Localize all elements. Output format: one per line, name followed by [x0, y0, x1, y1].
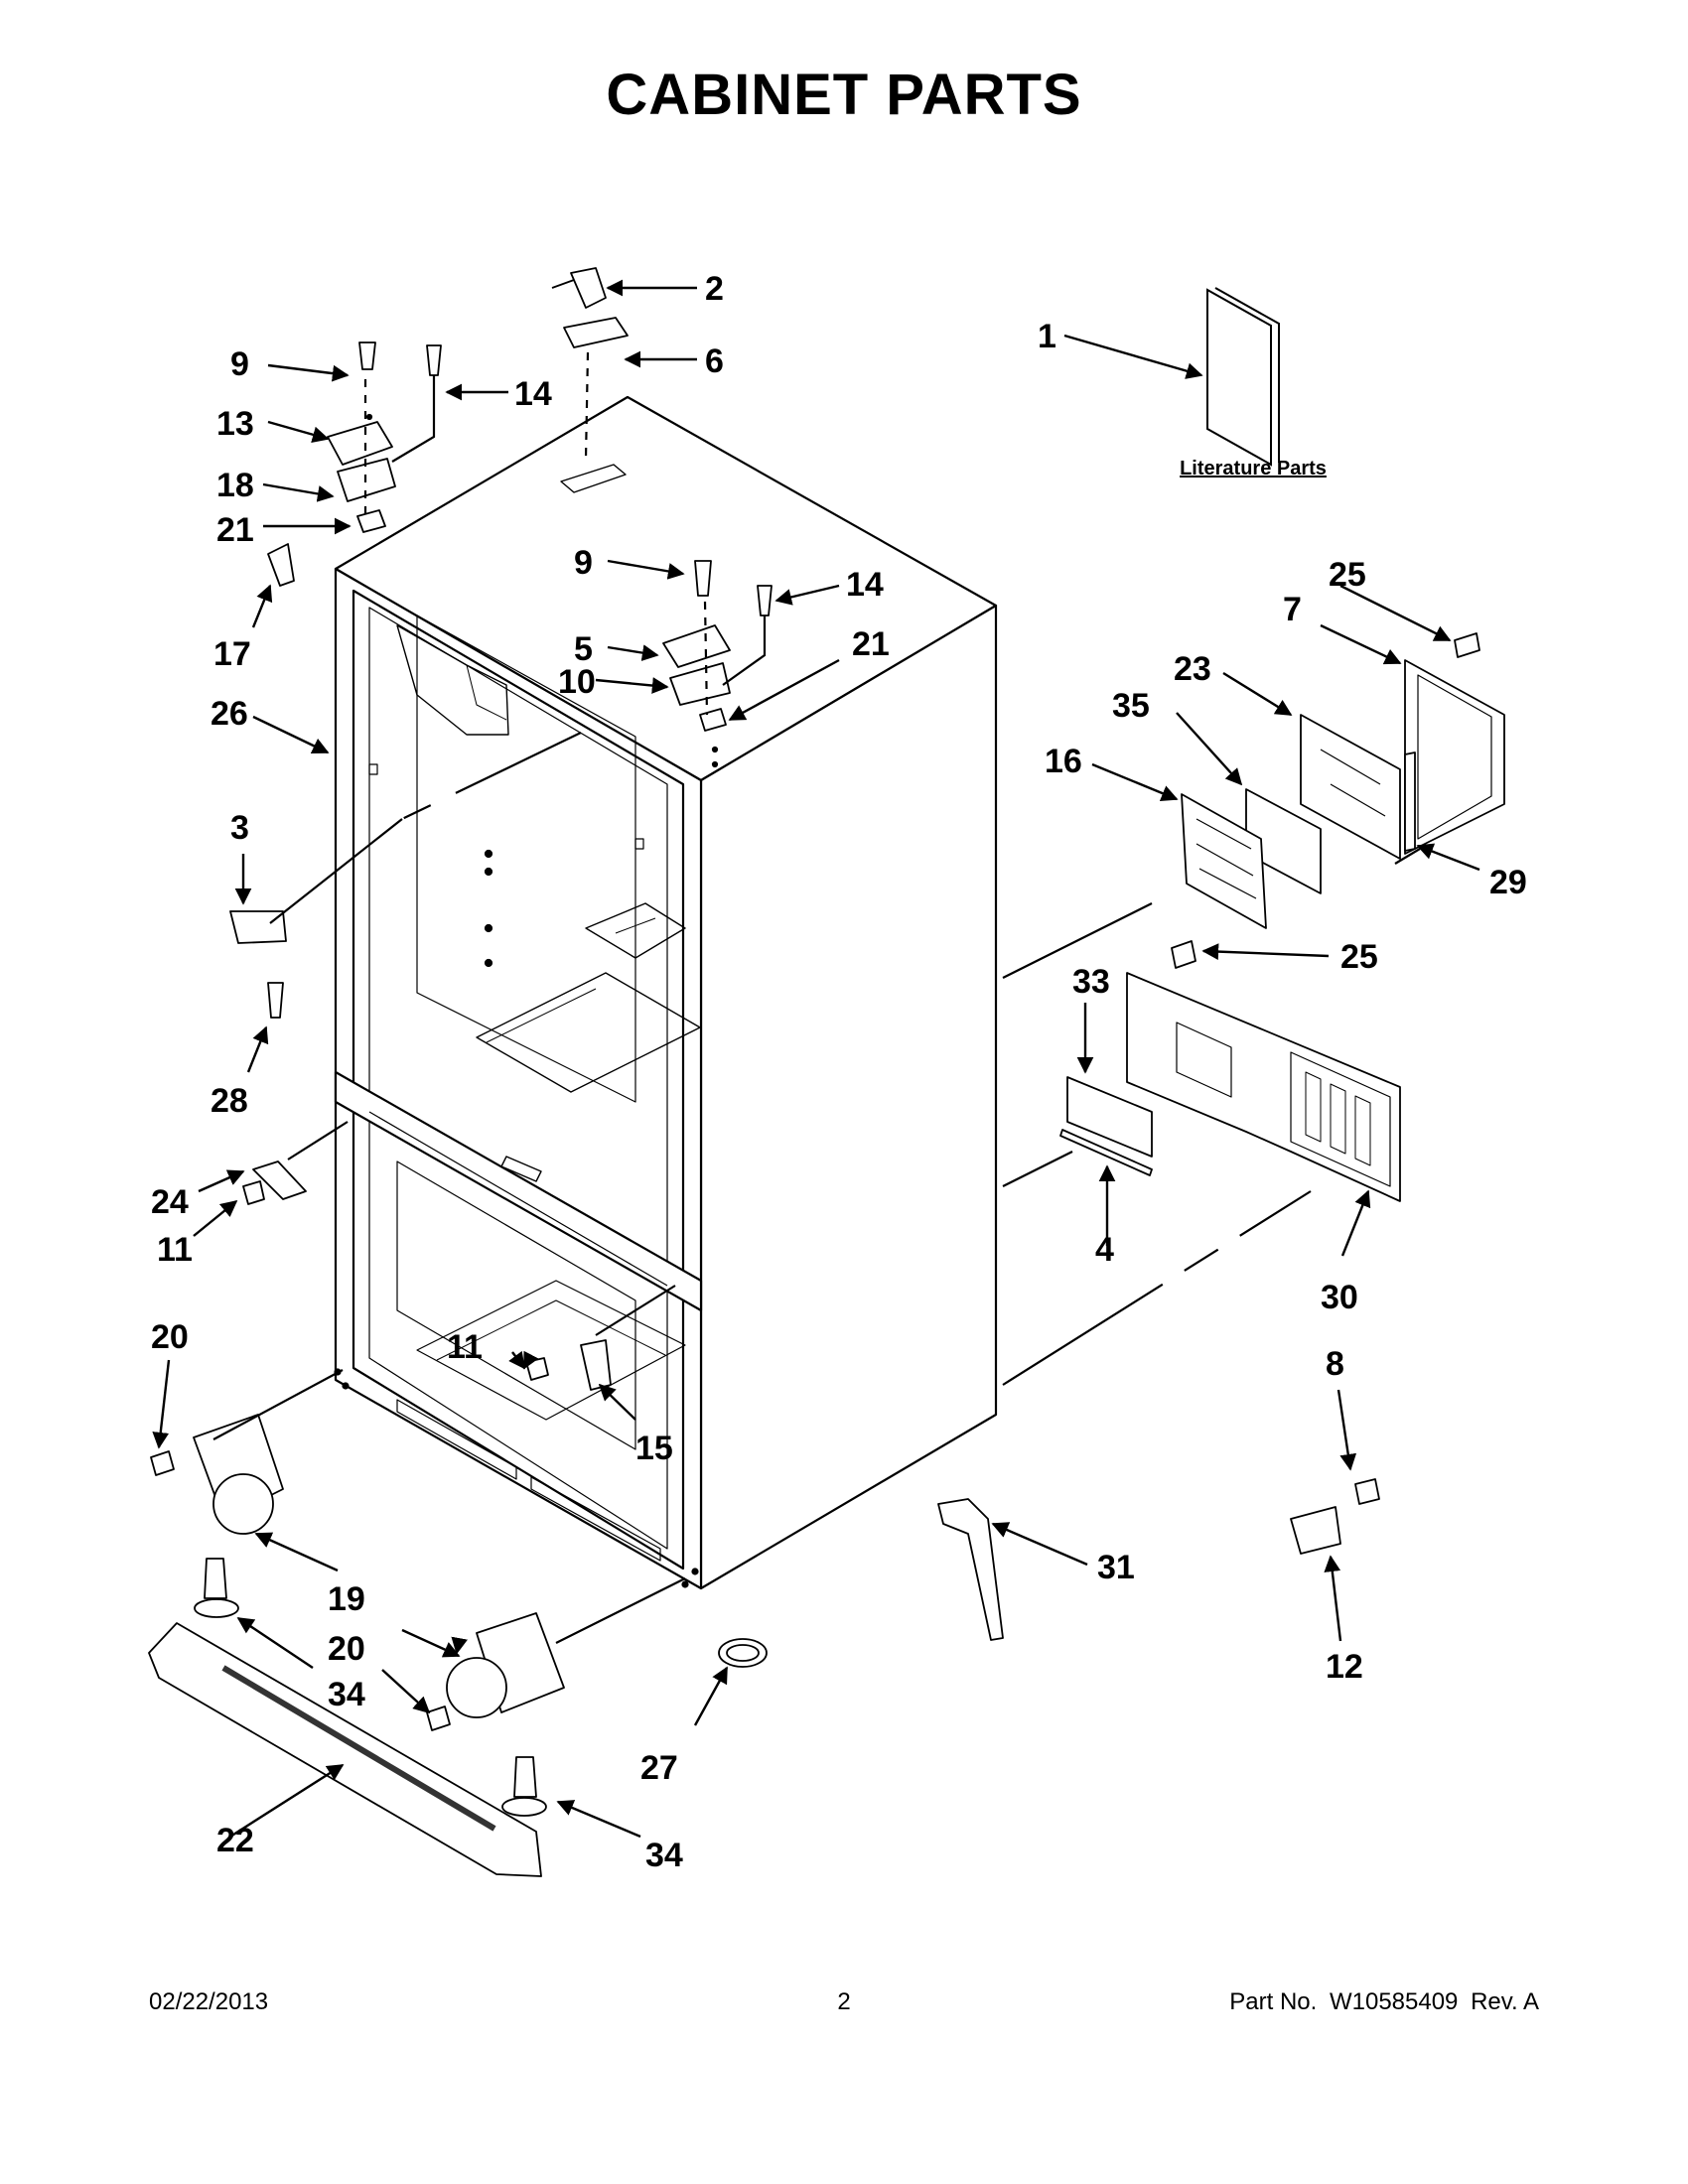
callout-22: 22 [216, 1822, 254, 1859]
callout-14a: 14 [514, 375, 552, 413]
callout-17: 17 [213, 635, 251, 673]
callout-4: 4 [1095, 1231, 1114, 1269]
callout-3: 3 [230, 809, 249, 847]
callout-31: 31 [1097, 1549, 1135, 1586]
callout-27: 27 [640, 1749, 678, 1787]
callout-10: 10 [558, 663, 596, 701]
callout-18: 18 [216, 467, 254, 504]
callout-12: 12 [1326, 1648, 1363, 1686]
callout-labels: 1 2 3 4 5 6 7 8 9 9 10 11 11 12 13 14 14… [151, 270, 1527, 1874]
callout-11b: 11 [447, 1328, 483, 1366]
callout-13: 13 [216, 405, 254, 443]
callout-9b: 9 [574, 544, 593, 582]
callout-28: 28 [211, 1082, 248, 1120]
callout-20a: 20 [151, 1318, 189, 1356]
callout-21a: 21 [216, 511, 254, 549]
callout-5: 5 [574, 630, 593, 668]
callout-1: 1 [1038, 318, 1056, 355]
literature-parts [1206, 287, 1280, 467]
callout-35: 35 [1112, 687, 1150, 725]
callout-14b: 14 [846, 566, 884, 604]
callout-19: 19 [328, 1580, 365, 1618]
callout-29: 29 [1489, 864, 1527, 901]
callout-21b: 21 [852, 625, 890, 663]
leader-arrows [152, 279, 1480, 1839]
part-number: W10585409 [1329, 1988, 1459, 2015]
part-label: Part No. [1229, 1988, 1318, 2015]
cabinet-body [334, 395, 998, 1590]
connector-lines [212, 351, 1421, 1644]
footer-page-number: 2 [837, 1988, 851, 2015]
callout-20b: 20 [328, 1630, 365, 1668]
callout-24: 24 [151, 1183, 189, 1221]
part-drawings [148, 267, 1505, 1877]
callout-16: 16 [1045, 743, 1082, 780]
callout-33: 33 [1072, 963, 1110, 1001]
callout-7: 7 [1283, 591, 1302, 628]
callout-26: 26 [211, 695, 248, 733]
footer-part-number: Part No. W10585409 Rev. A [1223, 1988, 1539, 2016]
callout-15: 15 [635, 1430, 673, 1467]
callout-34a: 34 [328, 1676, 365, 1713]
callout-11a: 11 [157, 1231, 193, 1269]
callout-8: 8 [1326, 1345, 1344, 1383]
callout-23: 23 [1174, 650, 1211, 688]
callout-25b: 25 [1340, 938, 1378, 976]
footer-date: 02/22/2013 [149, 1988, 269, 2015]
callout-30: 30 [1321, 1279, 1358, 1316]
callout-34b: 34 [645, 1837, 683, 1874]
literature-parts-label: Literature Parts [1180, 458, 1327, 479]
callout-9a: 9 [230, 345, 249, 383]
page-title: CABINET PARTS [606, 63, 1082, 127]
callout-25a: 25 [1329, 556, 1366, 594]
callout-6: 6 [705, 342, 724, 380]
callout-2: 2 [705, 270, 724, 308]
revision: Rev. A [1471, 1988, 1539, 2015]
